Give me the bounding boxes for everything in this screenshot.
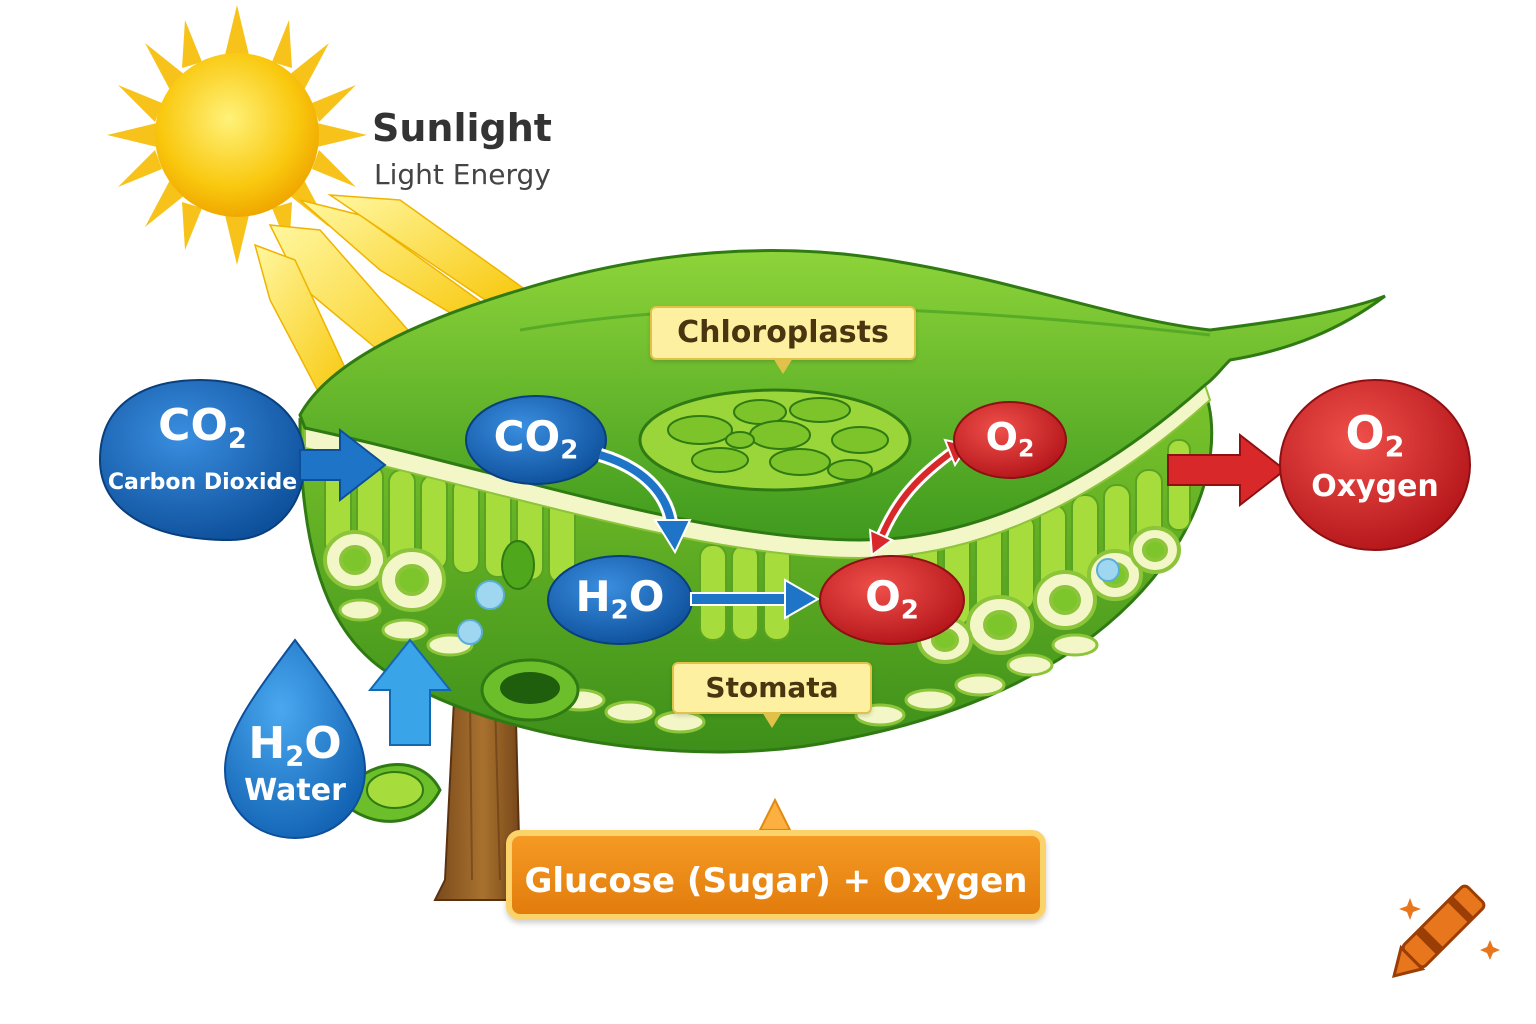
h2o-inside-formula-sub: 2 — [610, 595, 629, 626]
stoma-icon — [480, 540, 580, 722]
o2-lower-formula-sub: 2 — [900, 595, 919, 626]
o2-outside-formula-main: O — [1345, 406, 1385, 460]
arrow-right-icon — [1167, 432, 1287, 508]
water-droplets — [457, 558, 1120, 645]
h2o-drop-formula-b: O — [304, 718, 342, 769]
co2-outside-formula: CO2 — [100, 404, 305, 453]
stomata-callout: Stomata — [672, 662, 872, 714]
o2-outside-blob — [1279, 379, 1471, 551]
h2o-drop-formula: H2O — [225, 722, 365, 771]
water-drop — [223, 638, 367, 840]
o2-upper-formula-main: O — [985, 415, 1018, 459]
co2-inside-formula-main: CO — [493, 412, 561, 461]
chloroplasts-callout: Chloroplasts — [650, 306, 916, 360]
o2-lower-formula: O2 — [820, 576, 964, 626]
crayon-icon — [1391, 884, 1486, 979]
o2-outside-formula: O2 — [1280, 410, 1470, 463]
o2-upper-formula-sub: 2 — [1017, 434, 1035, 463]
sunlight-subtitle: Light Energy — [374, 158, 551, 191]
h2o-inside-formula-b: O — [628, 572, 665, 621]
product-box: Glucose (Sugar) + Oxygen — [506, 830, 1046, 920]
co2-outside-formula-sub: 2 — [227, 423, 247, 455]
o2-outside-name: Oxygen — [1311, 469, 1439, 504]
arrow-right-icon — [690, 578, 821, 620]
co2-inside-formula: CO2 — [466, 416, 606, 466]
o2-outside-formula-sub: 2 — [1384, 430, 1405, 464]
co2-inside-formula-sub: 2 — [560, 435, 579, 466]
o2-upper-formula: O2 — [954, 418, 1066, 461]
co2-outside-formula-main: CO — [158, 400, 228, 451]
o2-lower-formula-main: O — [865, 572, 901, 621]
sparkle-icon — [1399, 898, 1500, 960]
chloroplast-icon — [638, 388, 912, 492]
sunlight-title: Sunlight — [372, 106, 552, 150]
arrow-double-icon — [868, 438, 970, 557]
sun-icon — [107, 5, 367, 265]
o2-lower-molecule — [819, 555, 965, 645]
h2o-drop-name: Water — [244, 773, 346, 808]
co2-outside-name: Carbon Dioxide — [107, 470, 298, 495]
h2o-drop-formula-sub: 2 — [285, 741, 305, 773]
arrow-up-icon — [367, 638, 453, 746]
o2-upper-molecule — [953, 401, 1067, 479]
co2-inside-molecule — [465, 395, 607, 485]
h2o-inside-formula: H2O — [548, 576, 692, 626]
arrow-curved-icon — [597, 448, 692, 555]
h2o-drop-formula-a: H — [248, 718, 286, 769]
arrow-right-icon — [299, 427, 387, 503]
h2o-inside-formula-a: H — [575, 572, 611, 621]
